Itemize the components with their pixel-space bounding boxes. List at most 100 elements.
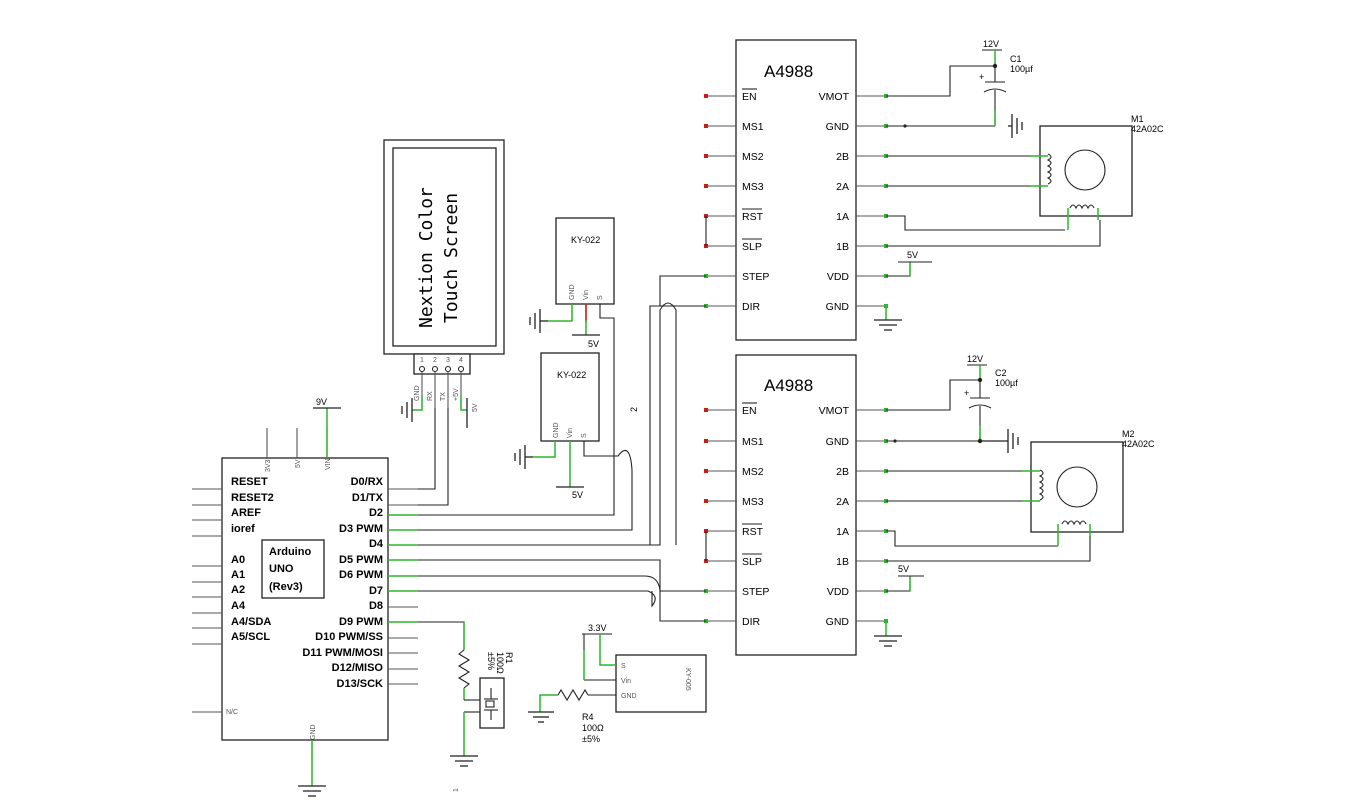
- ky022-sensor-1: KY-022 GND Vin S 5V: [418, 217, 615, 516]
- driver-2-pin-gnd2: GND: [826, 616, 850, 628]
- ky022-1-label: KY-022: [571, 235, 600, 245]
- arduino-pin-a4: A4: [231, 600, 246, 612]
- r4-tolerance: ±5%: [582, 734, 600, 744]
- arduino-pin-a4-sda: A4/SDA: [231, 616, 271, 628]
- motor-m2: M2 42A02C: [1022, 429, 1155, 546]
- arduino-pin-gnd: GND: [310, 724, 317, 740]
- driver-1-pin-ms2: MS2: [742, 151, 764, 163]
- ky005-pin-vin: Vin: [621, 678, 631, 685]
- arduino-pin-vin: VIN: [325, 458, 332, 470]
- driver-1-pin-2b: 2B: [836, 151, 849, 163]
- arduino-pin-d5: D5 PWM: [339, 554, 383, 566]
- nextion-title-line2: Touch Screen: [441, 193, 462, 323]
- driver-2-body: [735, 354, 857, 656]
- driver-2-pin-slp: SLP: [742, 556, 762, 568]
- arduino-pin-d10: D10 PWM/SS: [315, 631, 383, 643]
- driver-1-pin-1b: 1B: [836, 241, 849, 253]
- ky005-sensor: KY-005 S Vin GND 3.3V: [528, 623, 707, 723]
- nextion-pin-5v: +5V: [453, 388, 460, 401]
- arduino-pin-aref: AREF: [231, 507, 261, 519]
- m2-ref: M2: [1122, 429, 1135, 439]
- arduino-pin-d13: D13/SCK: [337, 678, 384, 690]
- driver-2-title: A4988: [764, 376, 813, 395]
- driver-2-ground-symbol: [874, 621, 902, 647]
- driver-1-body: [735, 39, 857, 341]
- ky022-1-pin-gnd: GND: [569, 284, 576, 300]
- arduino-pin-5v: 5V: [295, 459, 302, 468]
- driver-2-cap-ground-symbol: [893, 429, 1019, 453]
- arduino-right-stubs: [388, 488, 418, 685]
- driver-2-pin-ms3: MS3: [742, 496, 764, 508]
- driver-2-pin-step: STEP: [742, 586, 769, 598]
- driver-2-right-stubs: [856, 408, 888, 623]
- driver-1-pin-gnd2: GND: [826, 301, 850, 313]
- driver-2-left-stubs: [704, 408, 736, 623]
- r4-value: 100Ω: [582, 723, 604, 733]
- nextion-pin-num-1: 1: [420, 357, 424, 364]
- arduino-pin-d6: D6 PWM: [339, 569, 383, 581]
- driver-1-right-stubs: [856, 94, 888, 308]
- m2-part: 42A02C: [1122, 439, 1155, 449]
- driver-2-pin-ms1: MS1: [742, 436, 764, 448]
- ky022-1-supply: 5V: [588, 339, 599, 349]
- nextion-pin-tx: TX: [440, 392, 447, 401]
- ky022-wire-label: 2: [629, 407, 639, 412]
- r4-ref: R4: [582, 712, 594, 722]
- driver-1-pin-en: EN: [742, 91, 757, 103]
- nextion-pin-num-2: 2: [433, 357, 437, 364]
- arduino-pin-a0: A0: [231, 554, 245, 566]
- ky022-2-pin-gnd: GND: [553, 422, 560, 438]
- m1-ref: M1: [1131, 114, 1144, 124]
- driver-2-pin-1a: 1A: [836, 526, 849, 538]
- arduino-pin-d1: D1/TX: [352, 492, 384, 504]
- c2-supply: 12V: [967, 354, 983, 364]
- r1-tolerance: ±5%: [486, 652, 496, 670]
- driver-1-pin-vdd: VDD: [827, 271, 850, 283]
- arduino-uno: 9V 3V3 5V VIN RESET RESET2 AREF ioref A0…: [192, 397, 418, 797]
- motor-m1: M1 42A02C: [1030, 114, 1164, 230]
- arduino-pin-d3: D3 PWM: [339, 523, 383, 535]
- nextion-title-line1: Nextion Color: [416, 187, 437, 328]
- arduino-pin-d8: D8: [369, 600, 383, 612]
- buzzer: [450, 677, 505, 767]
- driver-1-title: A4988: [764, 62, 813, 81]
- driver-2-vdd-supply: 5V: [898, 564, 909, 574]
- svg-text:+: +: [979, 72, 984, 82]
- arduino-name-line2: UNO: [269, 563, 294, 575]
- ky022-2-label: KY-022: [557, 370, 586, 380]
- driver-1-vdd-supply: 5V: [907, 250, 918, 260]
- driver-1-pin-gnd: GND: [826, 121, 850, 133]
- driver-2-pin-vdd: VDD: [827, 586, 850, 598]
- arduino-pin-3v3: 3V3: [265, 459, 272, 472]
- driver-1-pin-ms3: MS3: [742, 181, 764, 193]
- arduino-pin-reset2: RESET2: [231, 492, 274, 504]
- arduino-pin-d0: D0/RX: [351, 476, 384, 488]
- nextion-pin-rx: RX: [427, 391, 434, 401]
- svg-text:+: +: [964, 388, 969, 398]
- driver-1-left-stubs: [704, 94, 736, 308]
- ky022-2-supply: 5V: [572, 490, 583, 500]
- driver-2-pin-2a: 2A: [836, 496, 849, 508]
- ky022-sensor-2: KY-022 GND Vin S 5V 2: [418, 352, 639, 531]
- driver-1-pin-vmot: VMOT: [819, 91, 850, 103]
- nextion-display: Nextion Color Touch Screen 1 2 3 4 GND R…: [383, 139, 505, 506]
- ky022-1-pin-s: S: [597, 295, 604, 300]
- arduino-pin-d9: D9 PWM: [339, 616, 383, 628]
- ky005-supply: 3.3V: [588, 623, 607, 633]
- driver-2-pin-rst: RST: [742, 526, 764, 538]
- c1-ref: C1: [1010, 54, 1022, 64]
- arduino-name-line1: Arduino: [269, 546, 311, 558]
- arduino-driver-wiring: [418, 275, 706, 622]
- arduino-pin-a1: A1: [231, 569, 245, 581]
- c2-value: 100µf: [995, 378, 1018, 388]
- resistor-r4: R4 100Ω ±5%: [582, 712, 604, 744]
- driver-1-pin-2a: 2A: [836, 181, 849, 193]
- arduino-pin-d4: D4: [369, 538, 384, 550]
- arduino-pin-d7: D7: [369, 585, 383, 597]
- capacitor-c1: 12V C1 100µf +: [979, 39, 1033, 126]
- nextion-supply: 5V: [472, 403, 479, 412]
- m1-part: 42A02C: [1131, 124, 1164, 134]
- driver-2-pin-gnd: GND: [826, 436, 850, 448]
- arduino-pin-d2: D2: [369, 507, 383, 519]
